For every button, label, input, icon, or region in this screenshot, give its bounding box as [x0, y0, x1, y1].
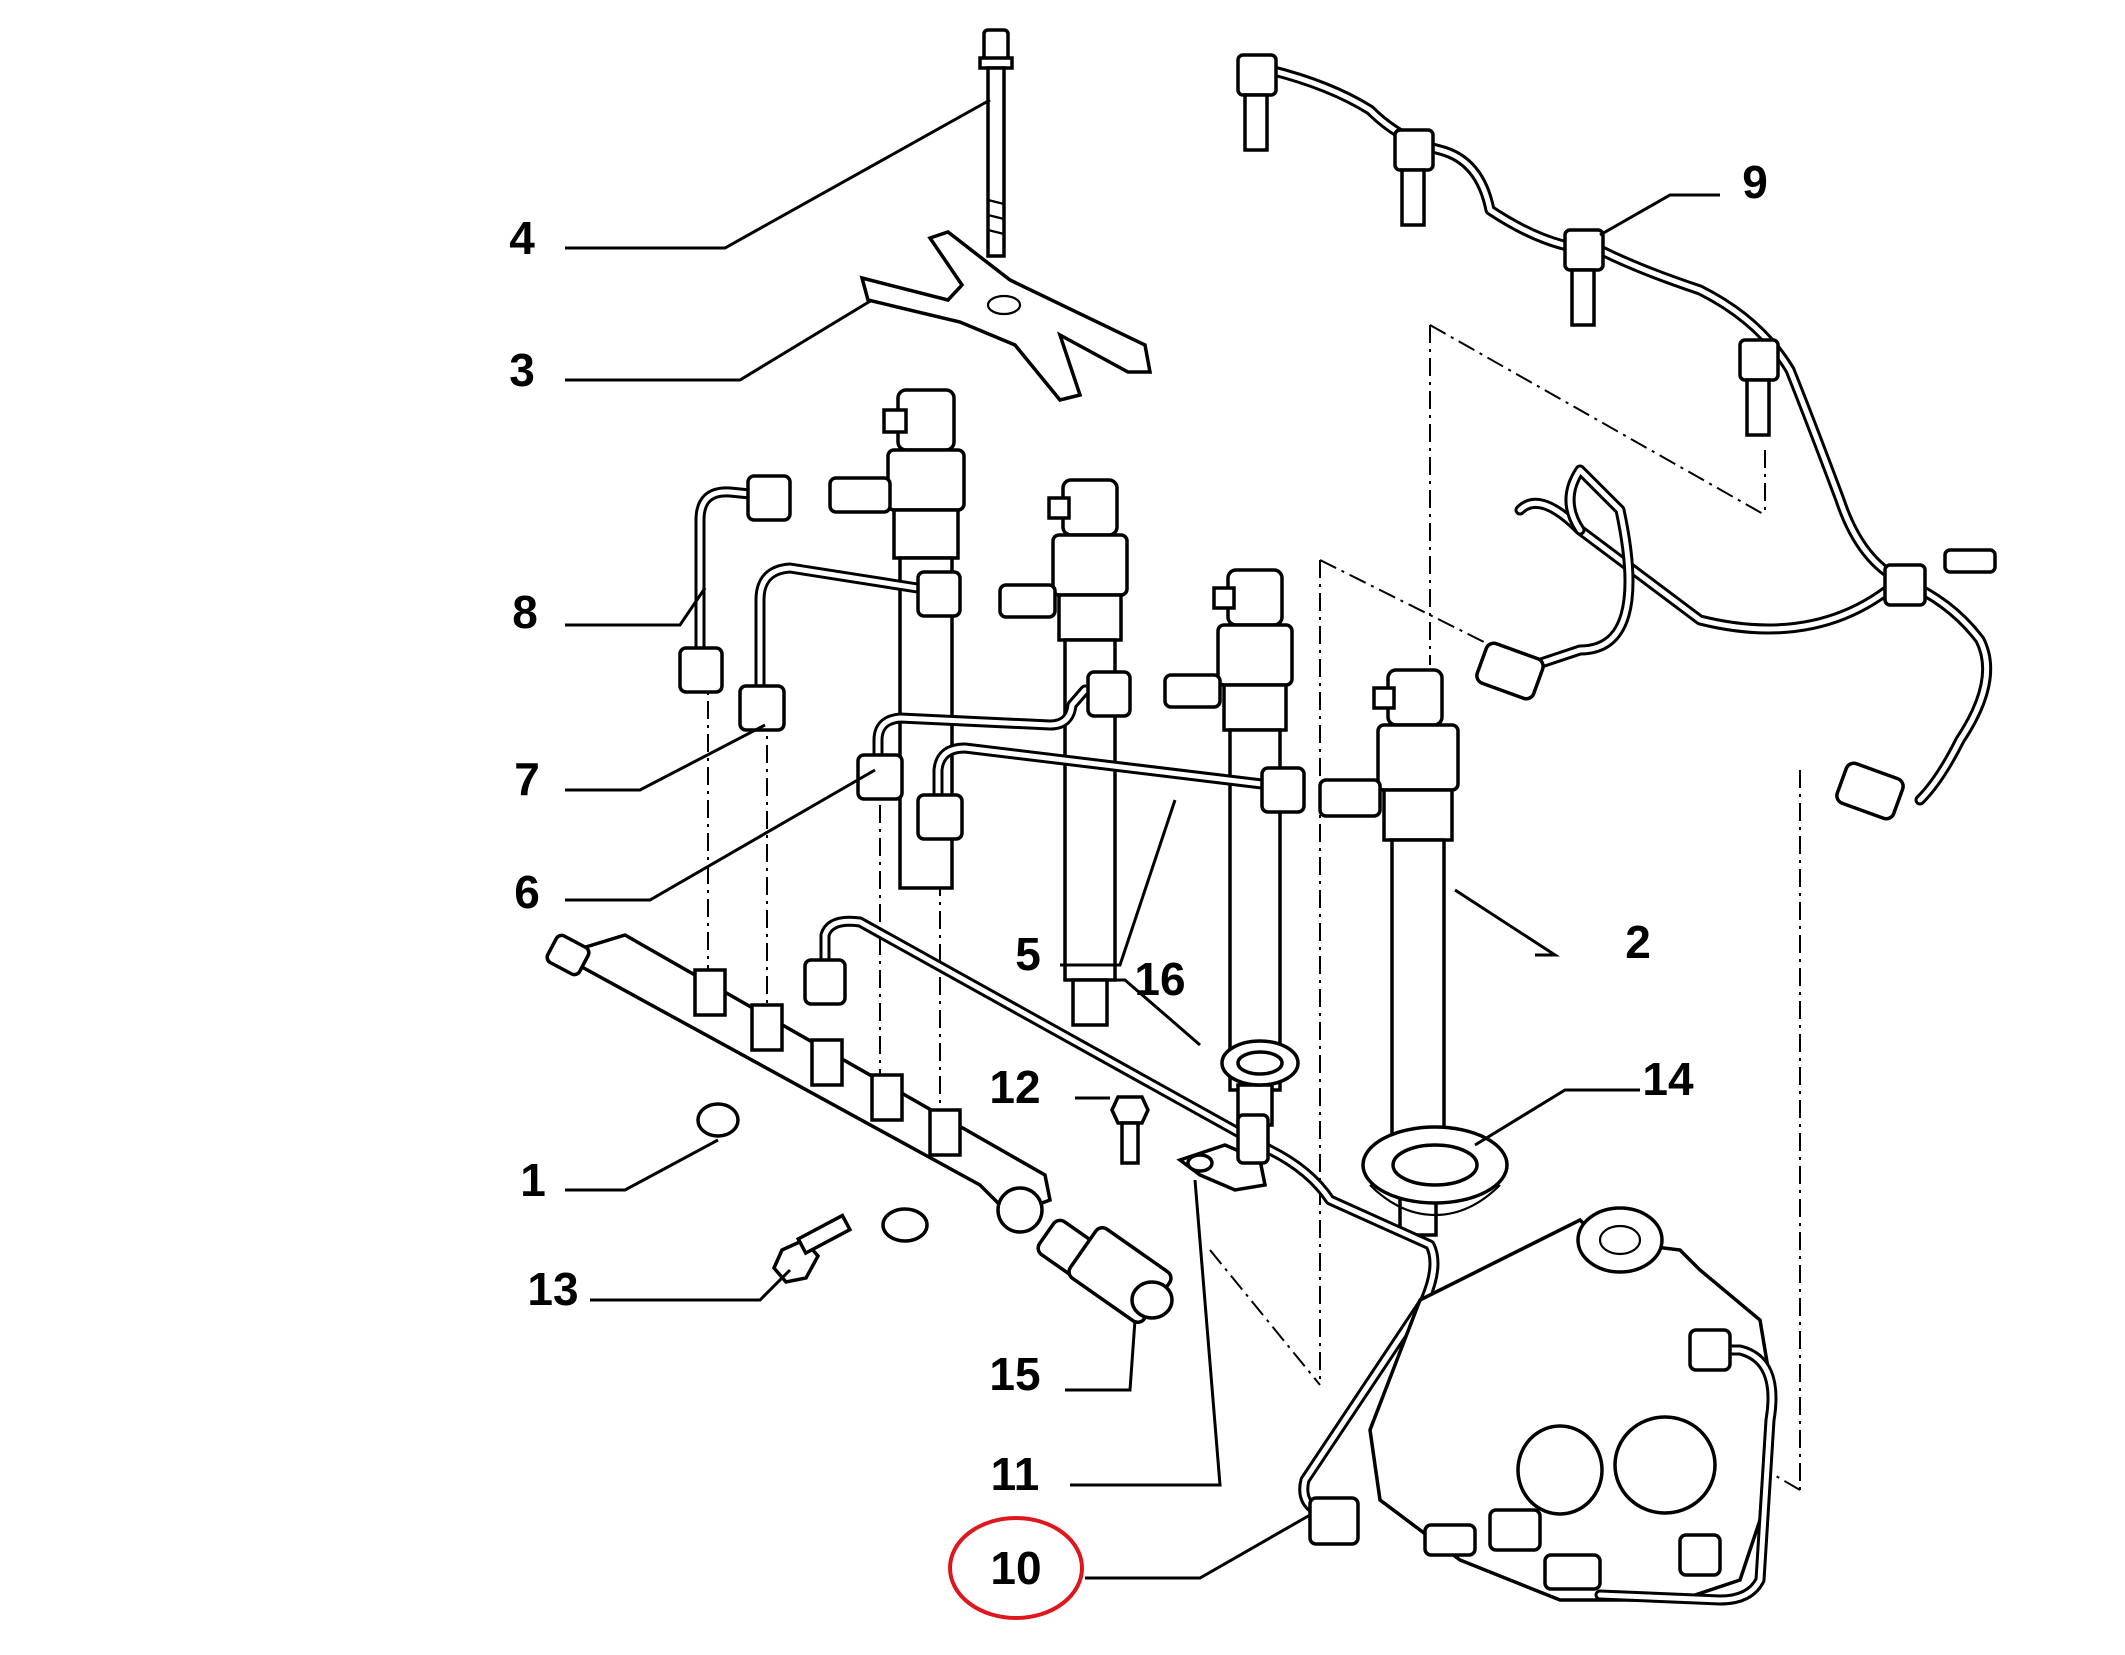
callout-12: 12 [989, 1061, 1040, 1113]
part-6-pipe-nut [856, 753, 904, 801]
part-9-leak-off-harness [1236, 53, 1997, 821]
callout-14: 14 [1642, 1053, 1694, 1105]
part-10-high-pressure-pipe [803, 915, 1440, 1546]
high-pressure-pump [1368, 1206, 1778, 1606]
injector-pipes [678, 474, 1306, 841]
part-7-pipe-nut [738, 684, 786, 732]
injectors [828, 388, 1460, 1237]
callout-4: 4 [509, 212, 535, 264]
callout-16: 16 [1134, 953, 1185, 1005]
callout-5: 5 [1015, 928, 1041, 980]
callout-8: 8 [512, 586, 538, 638]
part-4-bolt [978, 28, 1014, 258]
leader-lines [565, 98, 1720, 1580]
callout-7: 7 [514, 753, 540, 805]
callout-labels: 4 3 8 7 6 5 1 9 2 14 16 12 13 15 11 10 [509, 156, 1768, 1594]
part-12-bolt [1110, 1095, 1150, 1165]
callout-3: 3 [509, 344, 535, 396]
part-5-pipe-nut [916, 793, 964, 841]
part-15-pressure-valve [1036, 1218, 1174, 1324]
callout-2: 2 [1625, 916, 1651, 968]
highlight-circle [948, 1516, 1084, 1620]
part-3-clamp-bracket [859, 230, 1153, 402]
part-8-pipe-nut [678, 646, 724, 694]
callout-1: 1 [520, 1154, 546, 1206]
callout-10: 10 [990, 1542, 1041, 1594]
callout-15: 15 [989, 1348, 1040, 1400]
callout-9: 9 [1742, 156, 1768, 208]
part-16-washer [1220, 1039, 1300, 1087]
part-11-pipe-bracket [1176, 1113, 1270, 1192]
part-1-fuel-rail [545, 933, 1053, 1243]
part-14-seal-cup [1361, 1125, 1509, 1217]
callout-6: 6 [514, 866, 540, 918]
part-13-bolt [771, 1213, 853, 1284]
callout-13: 13 [527, 1263, 578, 1315]
callout-11: 11 [991, 1448, 1040, 1500]
